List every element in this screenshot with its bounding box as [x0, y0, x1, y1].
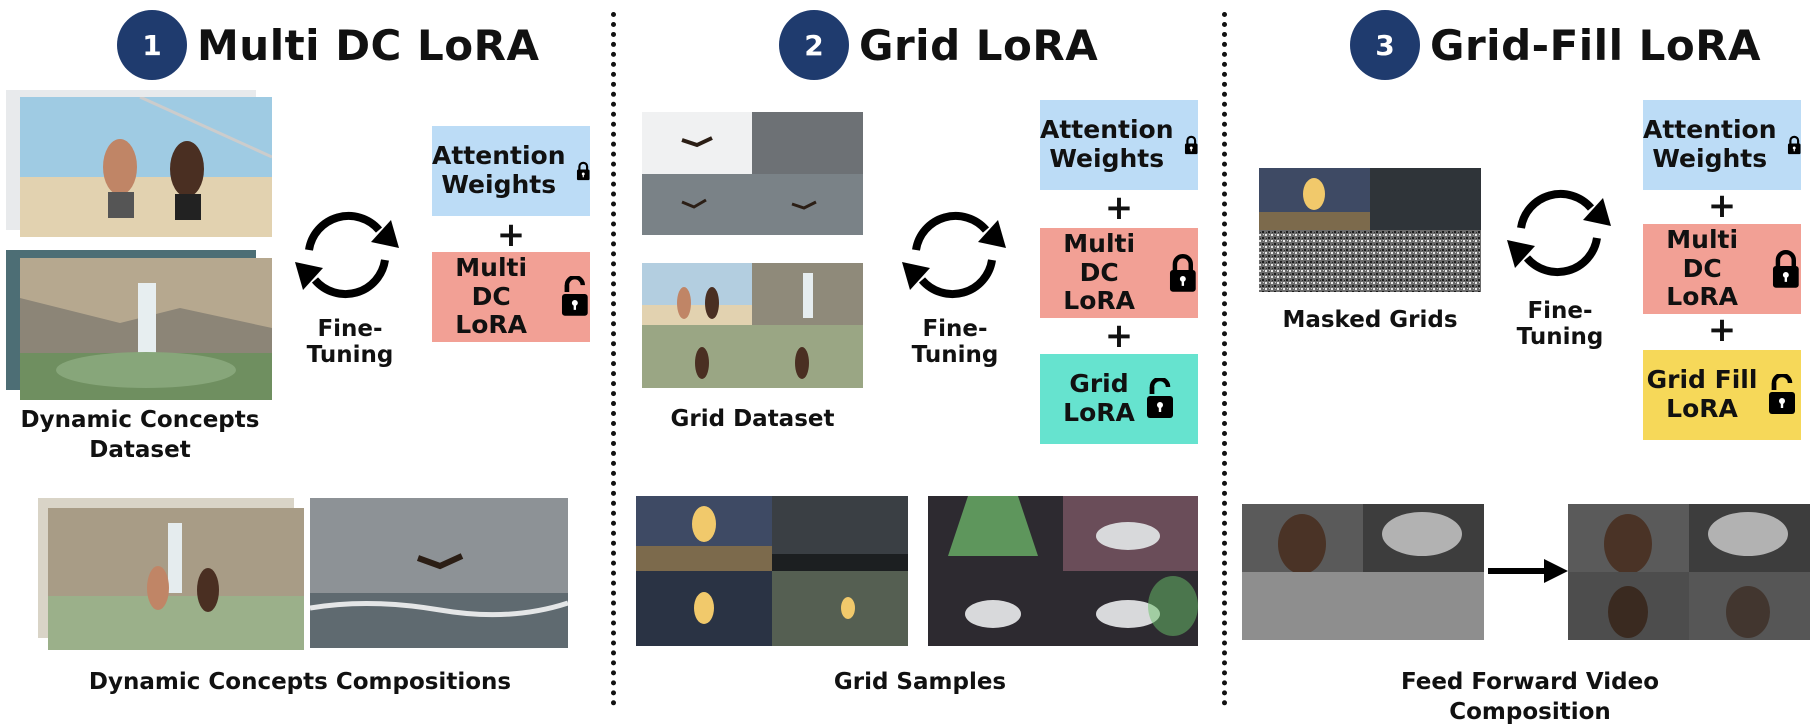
box-label: Attention Weights [432, 141, 566, 199]
box-label: Multi DC LoRA [1666, 224, 1739, 312]
grid-sample-lantern-image [636, 496, 908, 646]
stage-2-header: 2 Grid LoRA [779, 10, 1098, 80]
locked-padlock-icon [1771, 248, 1801, 290]
stage-title: Multi DC LoRA [197, 20, 540, 70]
arrow-right-icon [1488, 559, 1568, 583]
multi-dc-lora-box: Multi DC LoRA [1040, 228, 1198, 318]
box-label: Grid Fill LoRA [1646, 365, 1758, 423]
section-divider-1 [611, 12, 616, 706]
fine-tuning-label: Fine-Tuning [911, 316, 999, 368]
locked-padlock-icon [576, 150, 591, 192]
fine-tuning-cycle-icon [283, 200, 411, 310]
plus-sign: + [1104, 188, 1134, 228]
grid-lora-box: Grid LoRA [1040, 354, 1198, 444]
grid-eagle-image [642, 112, 863, 235]
multi-dc-lora-box: Multi DC LoRA [432, 252, 590, 342]
attention-weights-box: Attention Weights [1040, 100, 1198, 190]
bottom-caption: Grid Samples [833, 669, 1007, 695]
attention-weights-box: Attention Weights [1643, 100, 1801, 190]
box-label: Attention Weights [1643, 115, 1777, 173]
stage-title: Grid-Fill LoRA [1430, 20, 1762, 70]
masked-grid-image [1259, 168, 1481, 292]
stage-1-header: 1 Multi DC LoRA [117, 10, 539, 80]
grid-sample-car-image [928, 496, 1198, 646]
locked-padlock-icon [1168, 252, 1198, 294]
fine-tuning-label: Fine-Tuning [306, 316, 394, 368]
locked-padlock-icon [1184, 124, 1199, 166]
stage-3-header: 3 Grid-Fill LoRA [1350, 10, 1761, 80]
plus-sign: + [1707, 186, 1737, 226]
composition-waterfall-beach-image [48, 508, 304, 650]
bottom-caption: Dynamic Concepts Compositions [88, 669, 512, 695]
plus-sign: + [496, 215, 526, 255]
bottom-caption: Feed Forward Video Composition [1400, 669, 1660, 725]
box-label: Multi DC LoRA [455, 252, 528, 340]
section-divider-2 [1222, 12, 1227, 706]
plus-sign: + [1104, 316, 1134, 356]
box-label: Grid LoRA [1063, 369, 1135, 427]
multi-dc-lora-box: Multi DC LoRA [1643, 224, 1801, 314]
unlocked-padlock-icon [1145, 378, 1175, 420]
unlocked-padlock-icon [560, 276, 590, 318]
box-label: Multi DC LoRA [1063, 228, 1136, 316]
box-label: Attention Weights [1040, 115, 1174, 173]
stage-number-badge: 3 [1350, 10, 1420, 80]
stage-number-badge: 1 [117, 10, 187, 80]
fine-tuning-label: Fine-Tuning [1516, 298, 1604, 350]
output-grid-image [1568, 504, 1810, 640]
beach-volleyball-image [20, 97, 272, 237]
dataset-caption: Dynamic Concepts Dataset [20, 407, 260, 463]
stage-number-badge: 2 [779, 10, 849, 80]
waterfall-image [20, 258, 272, 400]
grid-fill-lora-box: Grid Fill LoRA [1643, 350, 1801, 440]
fine-tuning-cycle-icon [890, 200, 1018, 310]
fine-tuning-cycle-icon [1495, 178, 1623, 288]
attention-weights-box: Attention Weights [432, 126, 590, 216]
stage-title: Grid LoRA [859, 20, 1099, 70]
locked-padlock-icon [1787, 124, 1802, 166]
composition-eagle-sea-image [310, 498, 568, 648]
grid-people-image [642, 263, 863, 388]
dataset-caption: Grid Dataset [670, 406, 835, 432]
plus-sign: + [1707, 310, 1737, 350]
unlocked-padlock-icon [1767, 374, 1797, 416]
input-grid-image [1242, 504, 1484, 640]
dataset-caption: Masked Grids [1282, 307, 1458, 333]
